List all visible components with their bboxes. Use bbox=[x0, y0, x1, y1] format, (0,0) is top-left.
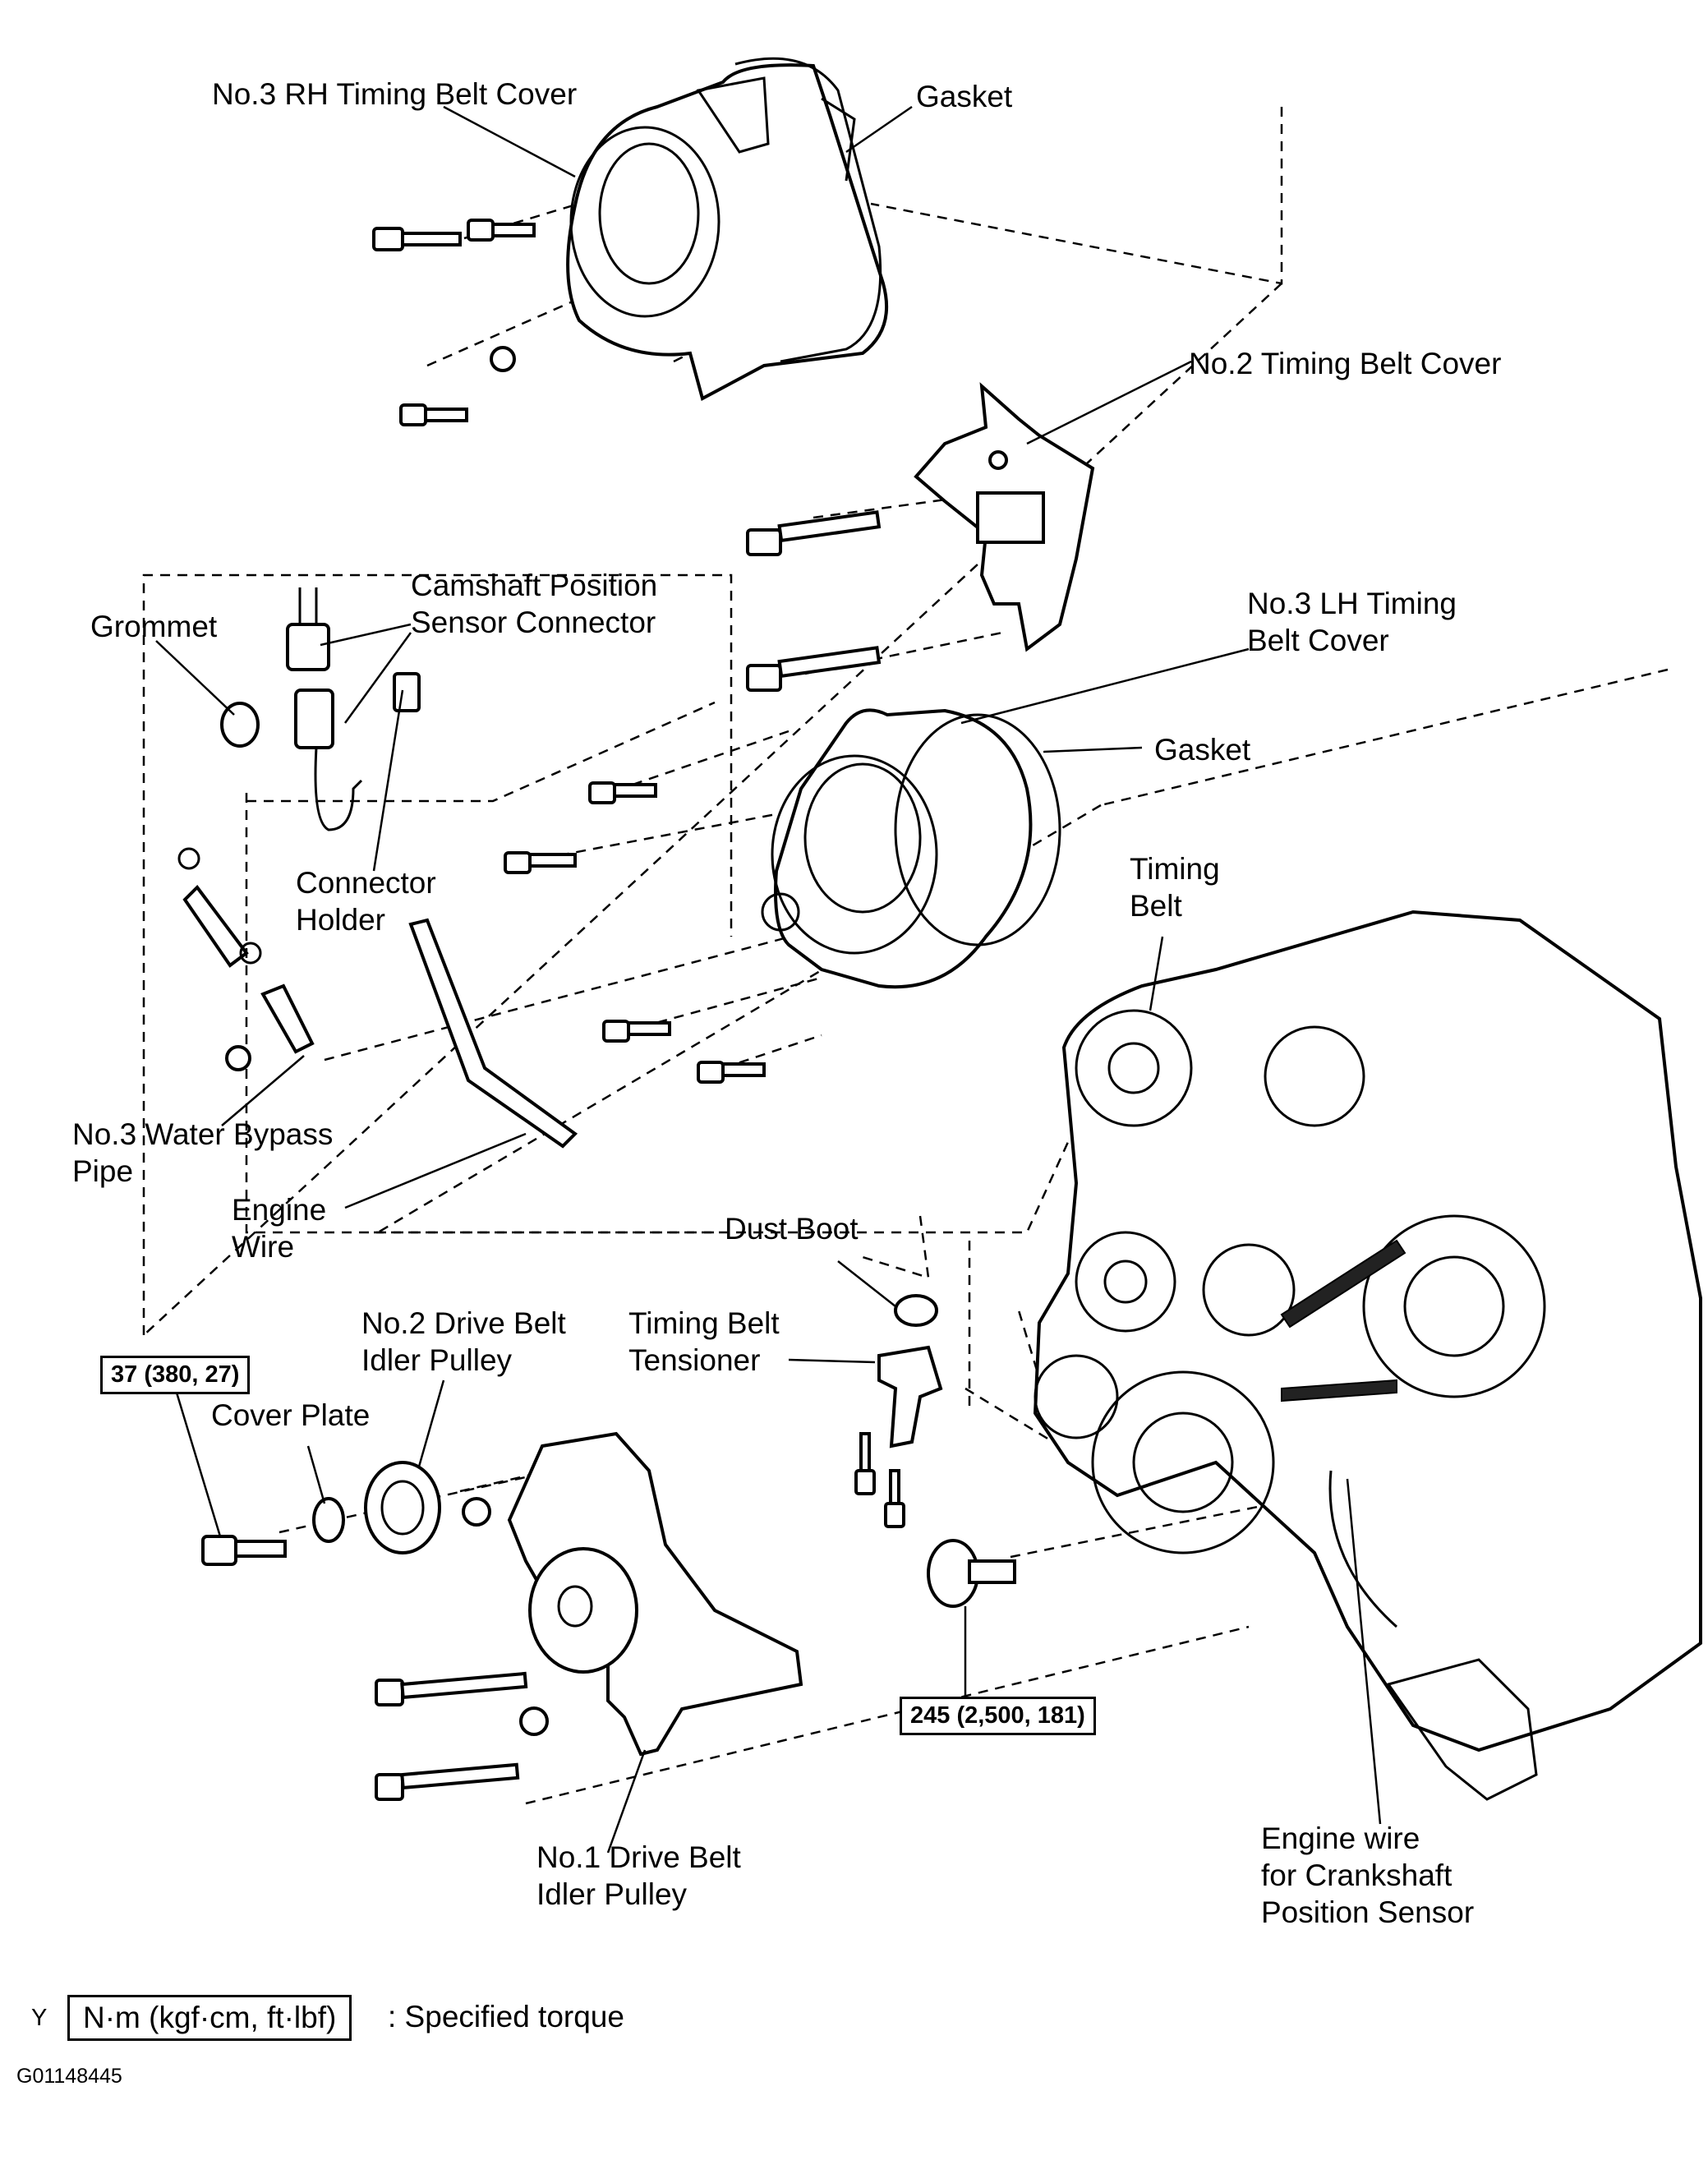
label-no2-timing-belt-cover: No.2 Timing Belt Cover bbox=[1189, 347, 1502, 380]
leader-lines bbox=[155, 105, 1382, 1854]
engine-assembly bbox=[1033, 910, 1702, 1801]
torque-crankshaft-bolt: 245 (2,500, 181) bbox=[900, 1697, 1096, 1735]
legend-description: : Specified torque bbox=[388, 2000, 624, 2033]
label-gasket-mid: Gasket bbox=[1154, 733, 1251, 767]
grommet bbox=[220, 702, 260, 748]
no2-timing-belt-cover bbox=[914, 382, 1095, 652]
engine-wire-harness bbox=[408, 918, 578, 1149]
timing-belt-tensioner bbox=[877, 1294, 943, 1448]
label-gasket-top: Gasket bbox=[916, 80, 1013, 113]
rh-timing-belt-cover bbox=[566, 63, 889, 401]
label-cover-plate: Cover Plate bbox=[211, 1398, 371, 1432]
legend-torque-unit-box: N·m (kgf·cm, ft·lbf) bbox=[67, 1995, 352, 2041]
label-dust-boot: Dust Boot bbox=[725, 1212, 859, 1246]
label-rh-timing-belt-cover: No.3 RH Timing Belt Cover bbox=[212, 77, 578, 111]
bolts bbox=[201, 219, 905, 1801]
crankshaft-pulley-bolt bbox=[927, 1539, 1016, 1608]
lh-gasket bbox=[894, 713, 1061, 946]
no2-drive-belt-idler-pulley bbox=[312, 1461, 441, 1554]
figure-id: G01148445 bbox=[16, 2065, 122, 2088]
rh-gasket bbox=[734, 57, 882, 363]
label-grommet: Grommet bbox=[90, 610, 218, 643]
camshaft-position-sensor-connector bbox=[286, 587, 421, 831]
water-bypass-pipe bbox=[177, 847, 315, 1054]
no1-drive-belt-idler-pulley bbox=[507, 1431, 803, 1757]
legend-marker: Y bbox=[31, 2005, 48, 2031]
torque-idler-bolt: 37 (380, 27) bbox=[100, 1356, 251, 1394]
lh-timing-belt-cover bbox=[761, 708, 1033, 989]
